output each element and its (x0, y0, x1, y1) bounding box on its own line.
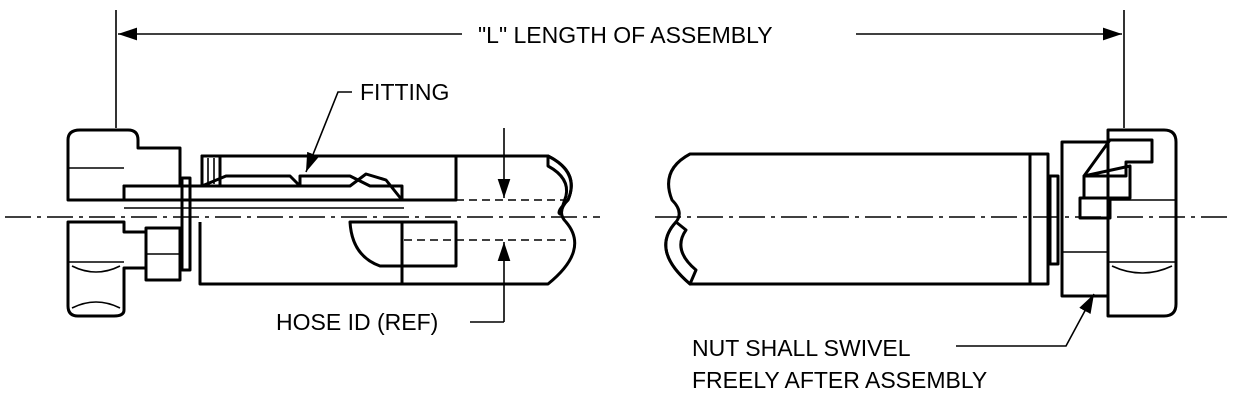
length-dimension: "L" LENGTH OF ASSEMBLY (115, 10, 1125, 128)
snap-ring-right (1048, 174, 1060, 266)
hose-id-label: HOSE ID (REF) (276, 309, 438, 335)
nut-hex-chamfer (71, 265, 121, 273)
nut-right-chamfer (1111, 265, 1173, 274)
nut-body-lower (66, 220, 148, 318)
right-fitting-assembly (664, 128, 1178, 318)
hose-id-dimension: HOSE ID (REF) (276, 128, 511, 335)
nut-swivel-leader (956, 293, 1095, 347)
nut-swivel-label-line2: FREELY AFTER ASSEMBLY (692, 367, 987, 393)
nut-swivel-callout: NUT SHALL SWIVEL FREELY AFTER ASSEMBLY (692, 293, 1095, 393)
nut-right (1106, 128, 1178, 318)
fitting-right-section (1082, 164, 1132, 200)
nut-section-upper (66, 128, 182, 202)
fitting-leader (305, 91, 352, 173)
fitting-callout: FITTING (305, 79, 449, 173)
hose-body-right (664, 152, 1050, 286)
fitting-right-seat (1078, 196, 1112, 220)
hose-break-right (664, 220, 698, 286)
nut-hex-chamfer-lower (71, 301, 121, 309)
socket-ridges (200, 154, 222, 188)
nut-right-section (1082, 138, 1154, 178)
hose-socket-upper (200, 154, 458, 202)
fitting-label: FITTING (360, 79, 449, 105)
snap-ring (180, 176, 192, 272)
fitting-stem-section (122, 174, 404, 202)
left-fitting-assembly (66, 128, 577, 318)
length-label: "L" LENGTH OF ASSEMBLY (478, 22, 773, 48)
hose-break-left (546, 154, 573, 216)
socket-lower-outline (198, 222, 404, 286)
nut-swivel-label-line1: NUT SHALL SWIVEL (692, 335, 911, 361)
hose-cutaway-lower (348, 220, 458, 268)
